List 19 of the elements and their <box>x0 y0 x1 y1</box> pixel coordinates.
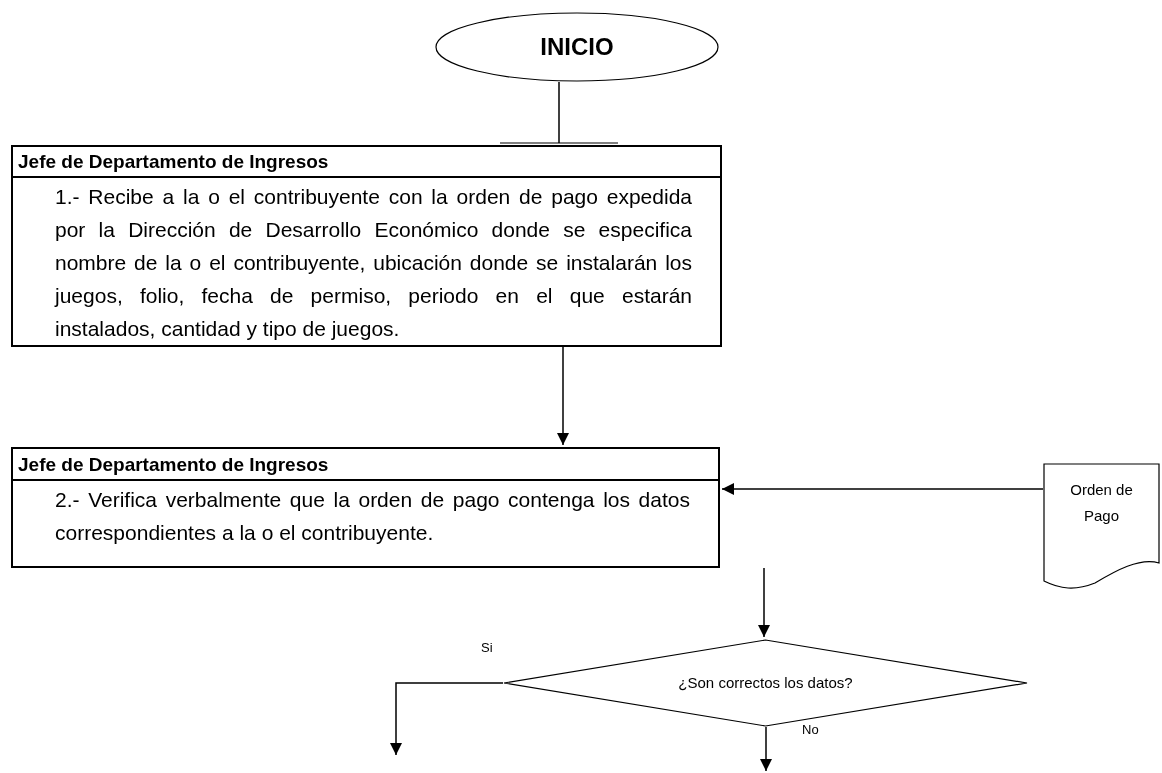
edge-label: No <box>801 723 820 736</box>
arrow <box>760 726 772 772</box>
process-box <box>11 447 720 568</box>
start-label: INICIO <box>540 32 614 62</box>
arrow <box>557 346 569 446</box>
role-header: Jefe de Departamento de Ingresos <box>13 449 718 481</box>
edge-label: Si <box>480 641 494 654</box>
arrow <box>390 682 504 756</box>
document-shape <box>1043 463 1160 591</box>
process-box <box>11 145 722 347</box>
arrow <box>721 483 1044 495</box>
step-description: 1.- Recibe a la o el contribuyente con la orden de pago expedida por la Dirección de Desarrollo Económico donde se especifica nombre de la o el contribuyente, ubicación donde se instalarán los juegos, folio, fecha de permiso, periodo en el que estarán instalados, cantidad y tipo de juegos. <box>55 184 692 342</box>
step-description: 2.- Verifica verbalmente que la orden de pago contenga los datos correspondientes a la o el contribuyente. <box>55 487 690 546</box>
decision-diamond <box>503 639 1028 727</box>
document-label: Orden de Pago <box>1069 480 1134 526</box>
role-header: Jefe de Departamento de Ingresos <box>13 147 720 178</box>
decision-label: ¿Son correctos los datos? <box>678 672 853 693</box>
arrow <box>758 567 770 638</box>
start-ellipse <box>435 12 719 82</box>
